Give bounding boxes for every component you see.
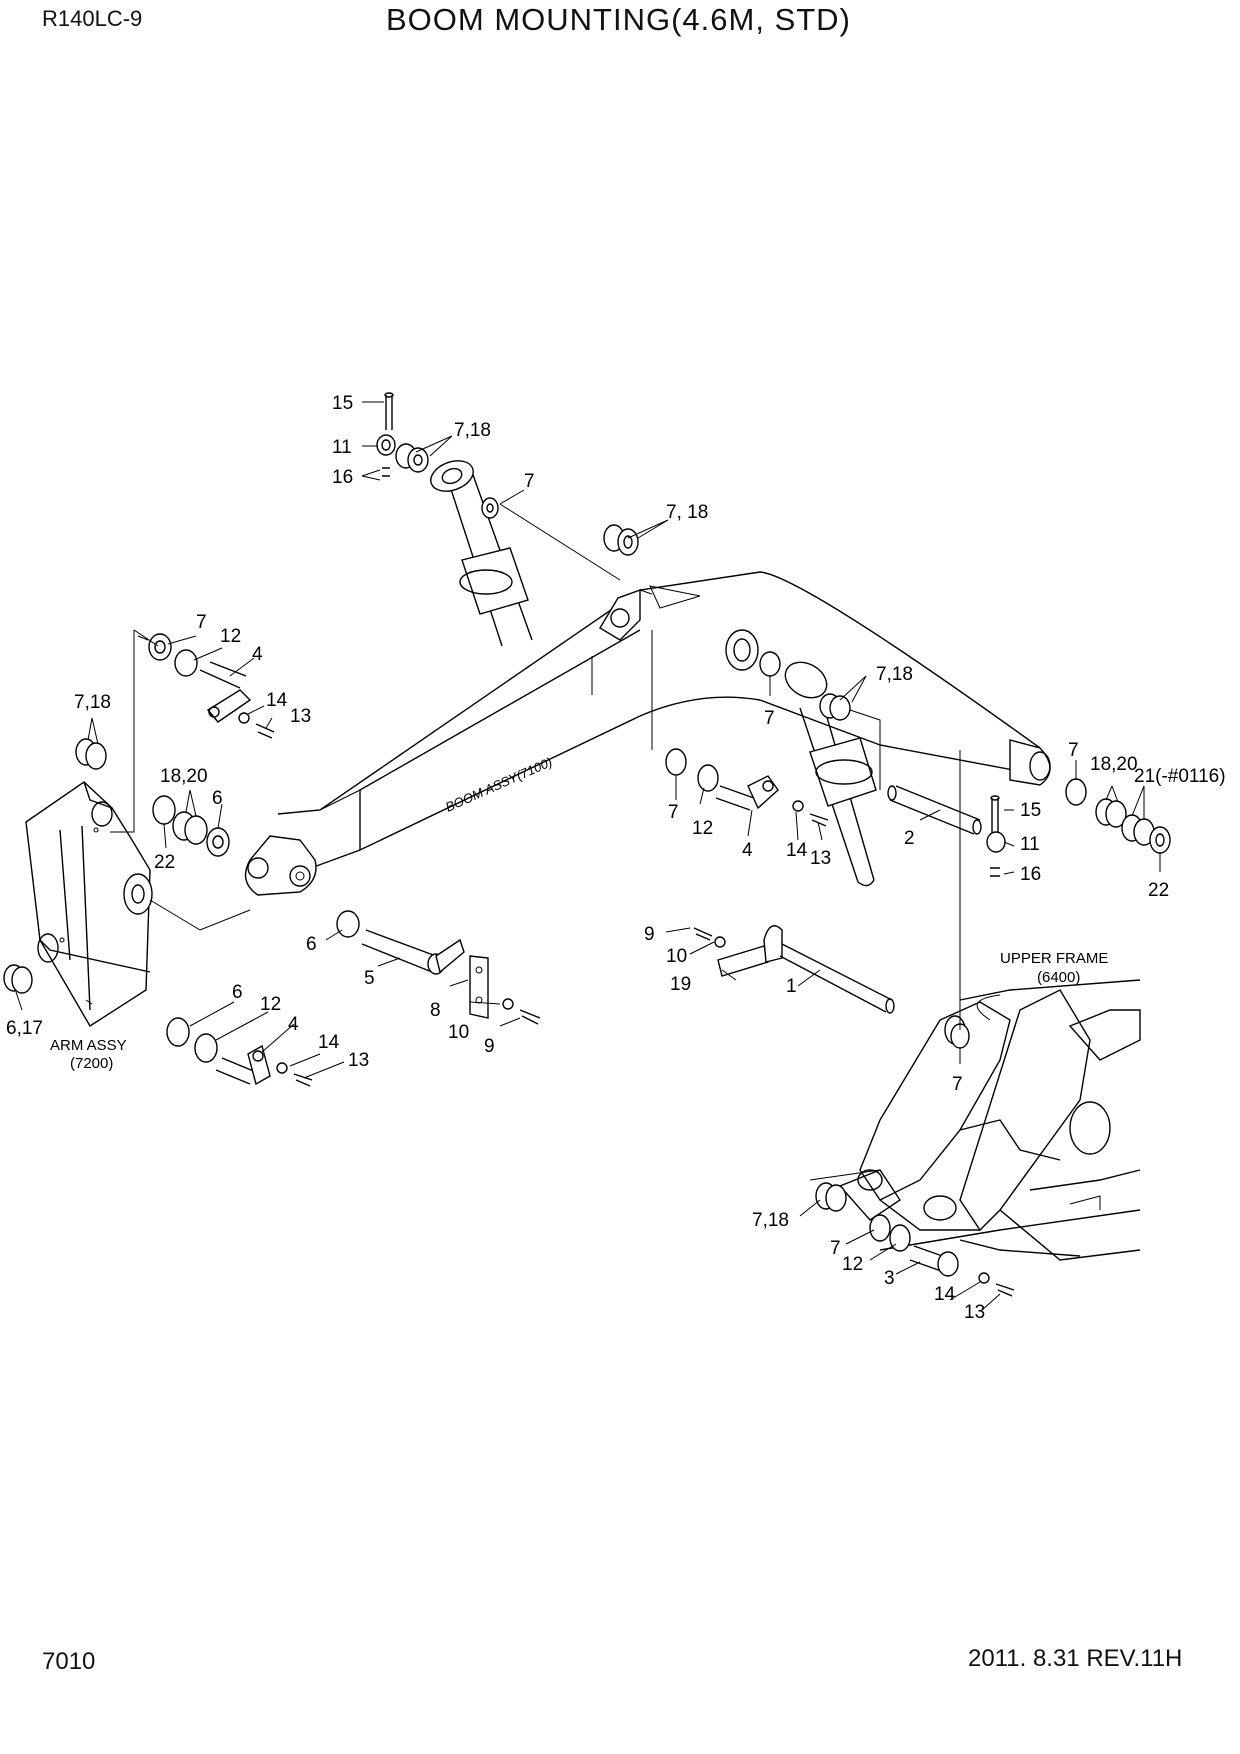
callout-6-17: 6,17 xyxy=(6,1018,43,1039)
callout-11-top: 11 xyxy=(332,437,352,458)
callout-7-right: 7 xyxy=(1068,740,1079,761)
callout-16-top: 16 xyxy=(332,467,353,488)
washers-far-right xyxy=(1065,778,1171,854)
washer-pair-top xyxy=(603,524,639,556)
callouts: 15 11 16 7,18 7 7, 18 7 12 4 14 13 7,18 … xyxy=(6,393,1226,1323)
callout-7-18-right: 7,18 xyxy=(876,664,913,685)
callout-14-lower: 14 xyxy=(318,1032,340,1053)
right-pin-hardware xyxy=(986,795,1006,877)
upper-frame-label: UPPER FRAME xyxy=(1000,950,1108,967)
arm-assy-ref: (7200) xyxy=(70,1055,113,1072)
boom-cylinder-left xyxy=(430,460,533,647)
callout-12-left: 12 xyxy=(220,626,241,647)
pin-4-middle xyxy=(665,651,829,827)
callout-13-left: 13 xyxy=(290,706,311,727)
washer-6-17 xyxy=(3,964,33,994)
page-title: BOOM MOUNTING(4.6M, STD) xyxy=(386,2,851,37)
callout-14-mid: 14 xyxy=(786,840,808,861)
pin-4-lower xyxy=(166,1017,313,1087)
callout-4-left: 4 xyxy=(252,644,263,665)
callout-6-lower: 6 xyxy=(232,982,243,1003)
callout-7-top: 7 xyxy=(524,471,535,492)
callout-6-left: 6 xyxy=(212,788,223,809)
boom-body xyxy=(244,571,1051,896)
callout-4-mid: 4 xyxy=(742,840,753,861)
callout-21: 21(-#0116) xyxy=(1134,766,1226,787)
callout-7-18-top: 7,18 xyxy=(454,420,491,441)
callout-7-boss: 7 xyxy=(764,708,775,729)
pin-2 xyxy=(887,785,982,835)
callout-15-top: 15 xyxy=(332,393,353,414)
callout-8: 8 xyxy=(430,1000,441,1021)
callout-6-mid: 6 xyxy=(306,934,317,955)
callout-15-right: 15 xyxy=(1020,800,1041,821)
upper-frame-ref: (6400) xyxy=(1037,969,1080,986)
washers-left xyxy=(75,738,230,857)
callout-12-lower-right: 12 xyxy=(842,1254,863,1275)
upper-frame xyxy=(809,979,1141,1261)
callout-1: 1 xyxy=(786,976,797,997)
callout-9-mid: 9 xyxy=(484,1036,495,1057)
callout-3: 3 xyxy=(884,1268,895,1289)
callout-22-right: 22 xyxy=(1148,880,1169,901)
callout-4-lower: 4 xyxy=(288,1014,299,1035)
callout-14-left: 14 xyxy=(266,690,288,711)
callout-7-mid: 7 xyxy=(668,802,679,823)
callout-7-18-left: 7,18 xyxy=(74,692,111,713)
callout-7-18-boom: 7, 18 xyxy=(666,502,708,523)
callout-12-lower: 12 xyxy=(260,994,281,1015)
arm-bracket xyxy=(25,781,153,1027)
leader-lines xyxy=(15,401,1161,1311)
callout-18-20-right: 18,20 xyxy=(1090,754,1138,775)
revision-date: 2011. 8.31 REV.11H xyxy=(968,1645,1183,1672)
callout-2: 2 xyxy=(904,828,915,849)
pin-4-upper xyxy=(148,633,275,739)
washer-pair-right xyxy=(819,693,851,721)
top-pin-group xyxy=(376,392,499,519)
callout-7-frame: 7 xyxy=(952,1074,963,1095)
callout-22-left: 22 xyxy=(154,852,175,873)
callout-13-lower: 13 xyxy=(348,1050,369,1071)
callout-16-right: 16 xyxy=(1020,864,1041,885)
callout-10-right: 10 xyxy=(666,946,687,967)
callout-9-right: 9 xyxy=(644,924,655,945)
callout-5: 5 xyxy=(364,968,375,989)
callout-14-lower-right: 14 xyxy=(934,1284,956,1305)
callout-7-lower-right: 7 xyxy=(830,1238,841,1259)
callout-7-18-frame: 7,18 xyxy=(752,1210,789,1231)
boom-cylinder-right xyxy=(784,661,877,887)
boom-assy-label: BOOM ASSY(7100) xyxy=(443,754,554,815)
callout-19: 19 xyxy=(670,974,691,995)
callout-11-right: 11 xyxy=(1020,834,1040,855)
page-number: 7010 xyxy=(42,1648,96,1675)
callout-13-lower-right: 13 xyxy=(964,1302,985,1323)
callout-13-mid: 13 xyxy=(810,848,831,869)
callout-18-20-left: 18,20 xyxy=(160,766,208,787)
callout-10-mid: 10 xyxy=(448,1022,469,1043)
arm-assy-label: ARM ASSY xyxy=(50,1037,127,1054)
callout-12-mid: 12 xyxy=(692,818,713,839)
callout-7-left: 7 xyxy=(196,612,207,633)
pin-1 xyxy=(693,925,895,1014)
model-code: R140LC-9 xyxy=(42,6,143,31)
